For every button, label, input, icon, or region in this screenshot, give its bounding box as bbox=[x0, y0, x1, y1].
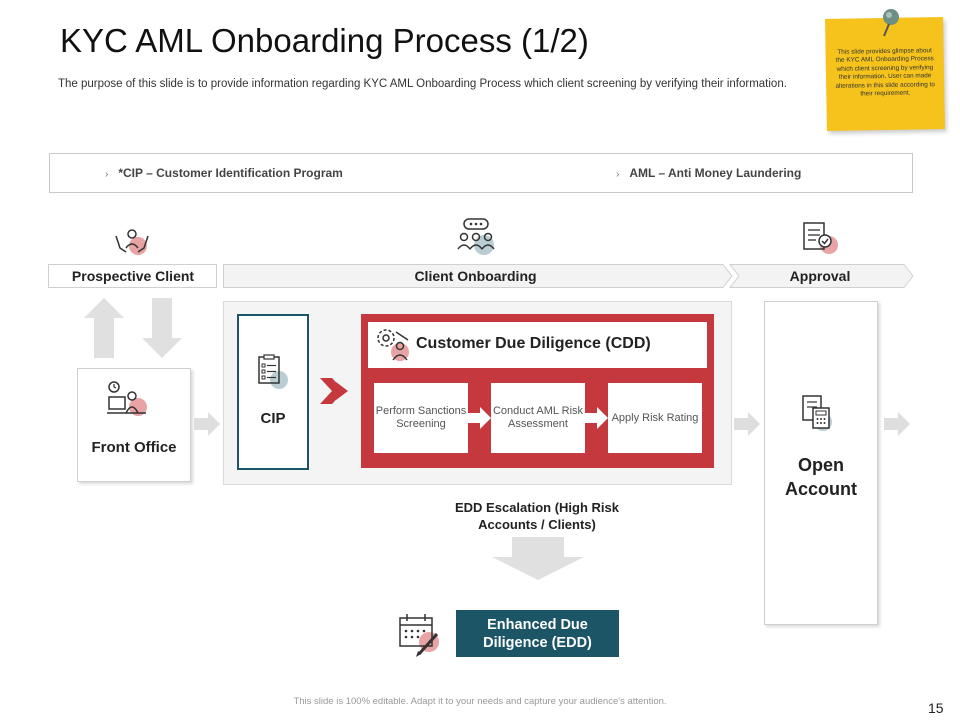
arrow-right-icon bbox=[194, 412, 220, 436]
arrow-down-icon bbox=[492, 537, 584, 580]
calculator-document-icon bbox=[802, 395, 832, 431]
cdd-step-risk-rating: Apply Risk Rating bbox=[608, 383, 702, 453]
desk-worker-icon bbox=[107, 381, 147, 416]
cdd-header: Customer Due Diligence (CDD) bbox=[368, 322, 707, 368]
front-office-box: Front Office bbox=[77, 368, 191, 482]
stage-client-onboarding: Client Onboarding bbox=[414, 268, 537, 284]
open-account-label: Open Account bbox=[785, 455, 857, 499]
up-down-arrows bbox=[84, 298, 182, 358]
slide-title: KYC AML Onboarding Process (1/2) bbox=[60, 22, 589, 59]
cdd-step-risk-assessment: Conduct AML Risk Assessment bbox=[491, 383, 585, 453]
chevron-right-icon: › bbox=[616, 169, 620, 180]
arrow-right-icon bbox=[734, 412, 760, 436]
legend-bar: ›*CIP – Customer Identification Program … bbox=[49, 153, 913, 193]
cdd-step-sanctions: Perform Sanctions Screening bbox=[374, 383, 468, 453]
open-account-box: Open Account bbox=[764, 301, 878, 625]
cip-box: CIP bbox=[237, 314, 309, 470]
front-office-label: Front Office bbox=[91, 438, 177, 456]
edd-escalation-label: EDD Escalation (High Risk Accounts / Cli… bbox=[455, 500, 619, 532]
stage-prospective-client: Prospective Client bbox=[71, 268, 195, 284]
legend-label: AML – Anti Money Laundering bbox=[629, 166, 802, 180]
gear-person-icon bbox=[377, 329, 409, 361]
document-check-icon bbox=[803, 222, 838, 254]
slide-subtitle: The purpose of this slide is to provide … bbox=[58, 78, 787, 90]
arrow-right-icon bbox=[585, 407, 608, 429]
legend-label: *CIP – Customer Identification Program bbox=[118, 166, 343, 180]
calendar-pencil-icon bbox=[399, 614, 439, 657]
legend-item-aml: › AML – Anti Money Laundering bbox=[616, 166, 801, 180]
hands-person-icon bbox=[115, 229, 149, 255]
chevron-right-icon: › bbox=[105, 169, 109, 180]
stage-header-bar bbox=[48, 264, 914, 288]
legend-item-cip: › *CIP – Customer Identification Program bbox=[105, 166, 343, 180]
stage-approval: Approval bbox=[789, 268, 851, 284]
page-number: 15 bbox=[928, 700, 944, 716]
arrow-right-icon bbox=[468, 407, 491, 429]
sticky-note-text: This slide provides glimpse about the KY… bbox=[835, 47, 935, 98]
arrow-right-icon bbox=[884, 412, 910, 436]
edd-box: Enhanced Due Diligence (EDD) bbox=[456, 610, 619, 657]
cdd-title: Customer Due Diligence (CDD) bbox=[416, 335, 651, 352]
cip-label: CIP bbox=[260, 409, 286, 427]
checklist-icon bbox=[258, 354, 288, 389]
arrow-right-icon bbox=[320, 378, 348, 404]
pushpin-icon bbox=[883, 9, 899, 37]
team-chat-icon bbox=[457, 218, 495, 255]
footer-note: This slide is 100% editable. Adapt it to… bbox=[293, 696, 667, 707]
